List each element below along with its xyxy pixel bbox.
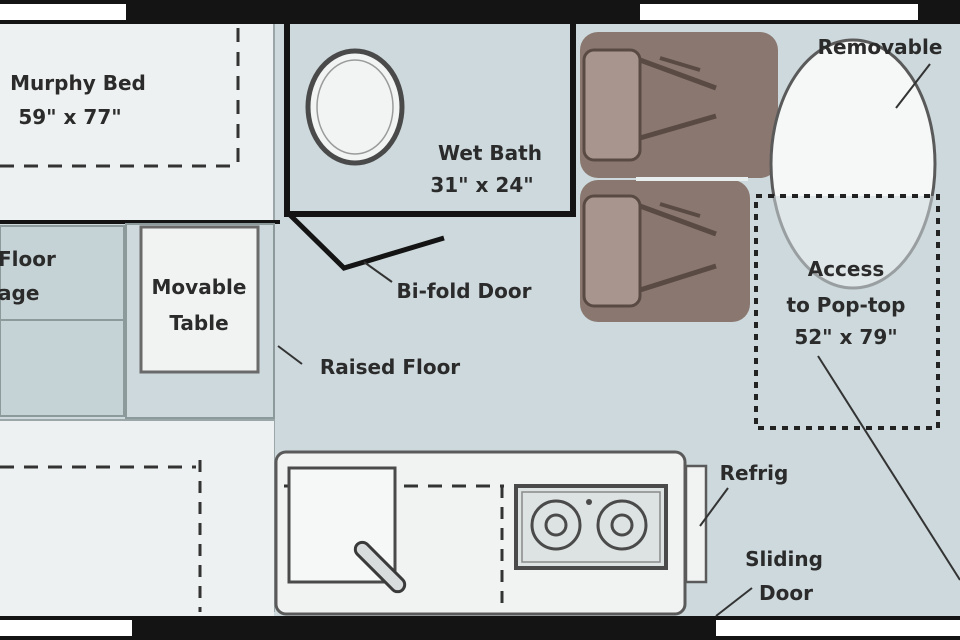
movable-table-label-2: Table xyxy=(169,311,228,335)
murphy-bed xyxy=(0,24,274,222)
bottom-wall-gap-left xyxy=(0,620,132,636)
burner-right-inner xyxy=(610,513,634,537)
cooktop-inner xyxy=(521,491,661,563)
sliding-door-leader xyxy=(715,587,753,617)
burner-left xyxy=(530,499,582,551)
wet-bath-label: Wet Bath xyxy=(438,141,542,165)
removable-leader xyxy=(895,63,931,109)
refrig-label: Refrig xyxy=(720,461,789,485)
murphy-bed-label: Murphy Bed xyxy=(10,71,146,95)
movable-table xyxy=(139,225,260,374)
access-size: 52" x 79" xyxy=(794,325,897,349)
murphy-bed-size: 59" x 77" xyxy=(18,105,121,129)
bifold-door xyxy=(287,212,445,271)
lower-left-bench xyxy=(0,420,274,616)
sliding-door-label-2: Door xyxy=(759,581,813,605)
sliding-door-swing xyxy=(817,355,960,581)
top-wall-gap-left xyxy=(0,4,126,20)
sliding-door-label-1: Sliding xyxy=(745,547,823,571)
bifold-door-label: Bi-fold Door xyxy=(397,279,532,303)
burner-right xyxy=(596,499,648,551)
removable-label: Removable xyxy=(818,35,943,59)
bifold-door-leader xyxy=(363,261,393,283)
refrig-leader xyxy=(699,487,729,527)
toilet-seat xyxy=(316,59,394,155)
wet-bath-walls xyxy=(284,24,576,217)
floor-label: Floor xyxy=(0,247,56,271)
wet-bath-size: 31" x 24" xyxy=(430,173,533,197)
storage-label: age xyxy=(0,281,39,305)
passenger-seat xyxy=(580,180,750,322)
access-label-1: Access xyxy=(808,257,885,281)
raised-floor-leader xyxy=(277,345,303,365)
access-label-2: to Pop-top xyxy=(787,293,906,317)
refrigerator xyxy=(684,464,708,584)
faucet-handle xyxy=(353,540,407,594)
driver-seat xyxy=(580,32,778,178)
raised-floor-label: Raised Floor xyxy=(320,355,460,379)
burner-knob xyxy=(586,499,592,505)
toilet xyxy=(305,48,405,166)
movable-table-label-1: Movable xyxy=(152,275,247,299)
top-wall-gap-right xyxy=(640,4,918,20)
pop-top-access xyxy=(754,194,940,430)
cooktop xyxy=(514,484,668,570)
bottom-wall-gap-right xyxy=(716,620,960,636)
burner-left-inner xyxy=(544,513,568,537)
